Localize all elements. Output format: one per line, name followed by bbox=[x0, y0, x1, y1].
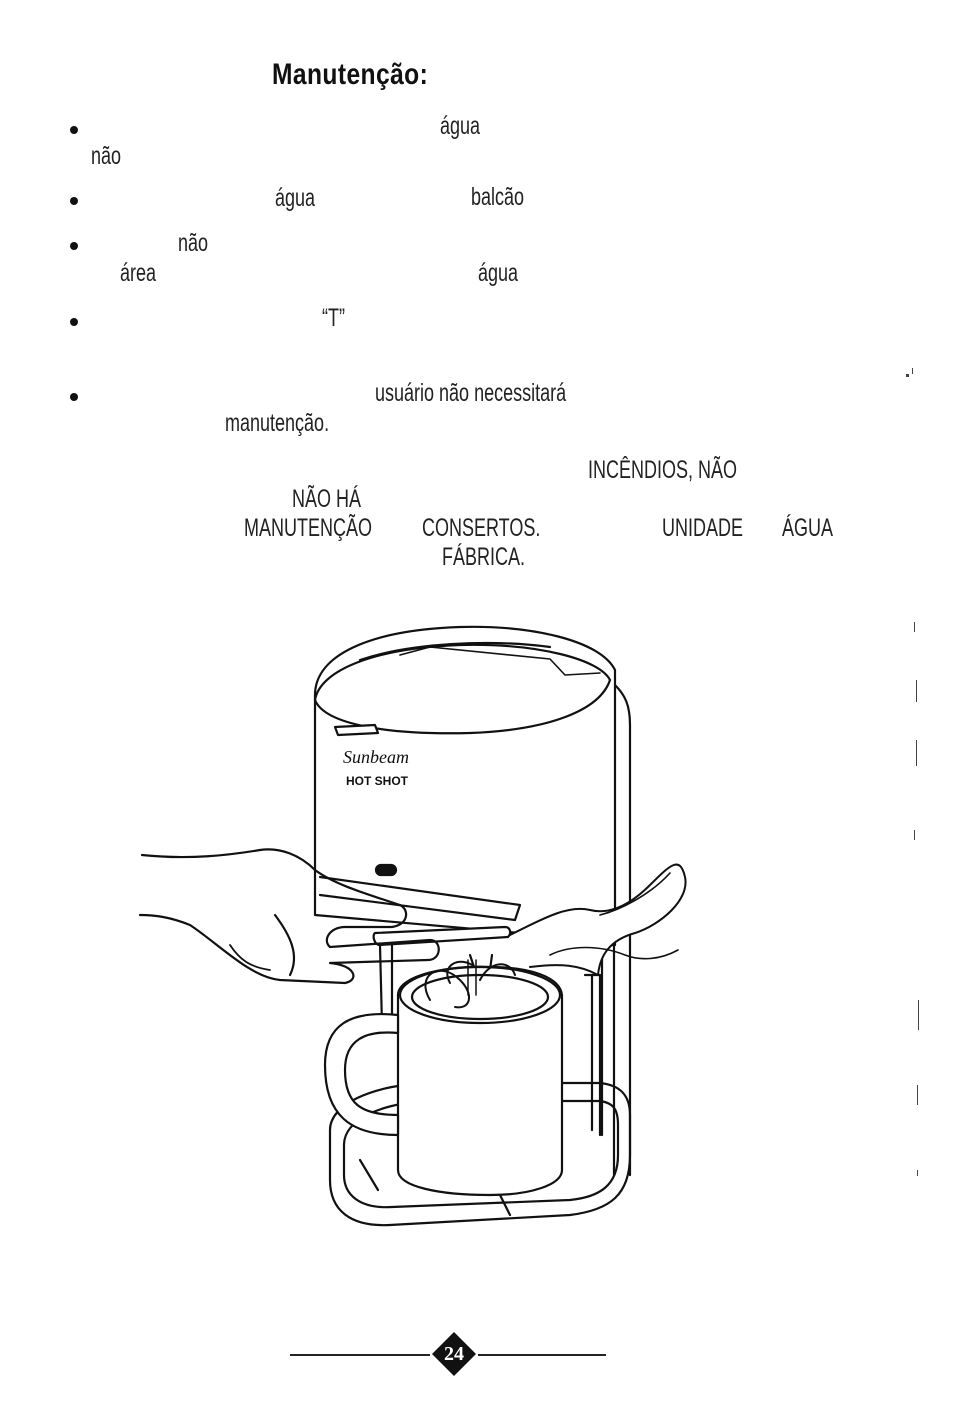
brand-logo: Sunbeam bbox=[343, 747, 409, 767]
bullet-5 bbox=[70, 393, 78, 401]
steam-ribbon bbox=[509, 863, 687, 976]
text-fragment: balcão bbox=[471, 183, 525, 211]
hand bbox=[138, 848, 440, 985]
text-fragment: manutenção. bbox=[225, 409, 330, 437]
text-fragment: usuário não necessitará bbox=[375, 379, 567, 407]
hot-shot-dispenser-illustration: Sunbeam HOT SHOT bbox=[138, 625, 687, 1227]
warning-fragment: FÁBRICA. bbox=[442, 543, 526, 571]
text-fragment: água bbox=[478, 259, 519, 287]
text-fragment: não bbox=[178, 229, 209, 257]
model-name: HOT SHOT bbox=[346, 774, 409, 788]
scan-speck bbox=[918, 1000, 919, 1030]
page-number: 24 bbox=[444, 1343, 464, 1365]
scan-speck bbox=[912, 368, 913, 374]
footer-rule-right bbox=[478, 1354, 606, 1356]
dispenser-lid bbox=[313, 643, 612, 735]
scan-speck bbox=[914, 830, 915, 840]
scan-speck bbox=[906, 374, 909, 377]
text-fragment: água bbox=[440, 112, 481, 140]
warning-fragment: ÁGUA bbox=[782, 514, 834, 542]
bullet-1 bbox=[70, 126, 78, 134]
warning-fragment: UNIDADE bbox=[662, 514, 744, 542]
text-fragment: “T” bbox=[322, 304, 345, 332]
warning-fragment: CONSERTOS. bbox=[422, 514, 541, 542]
scan-speck bbox=[916, 740, 917, 766]
scan-speck bbox=[917, 1170, 918, 1176]
warning-fragment: MANUTENÇÃO bbox=[244, 514, 373, 542]
page-title: Manutenção: bbox=[272, 58, 429, 91]
page-number-diamond bbox=[432, 1332, 476, 1376]
text-fragment: não bbox=[91, 142, 122, 170]
text-fragment: água bbox=[275, 184, 316, 212]
warning-fragment: INCÊNDIOS, NÃO bbox=[588, 456, 738, 484]
bullet-3 bbox=[70, 242, 78, 250]
text-fragment: área bbox=[120, 259, 157, 287]
scan-speck bbox=[914, 622, 915, 632]
bullet-4 bbox=[70, 318, 78, 326]
bullet-2 bbox=[70, 197, 78, 205]
mug-body bbox=[396, 965, 564, 1197]
scan-speck bbox=[917, 1085, 918, 1105]
mug-handle bbox=[323, 1013, 400, 1137]
warning-fragment: NÃO HÁ bbox=[292, 485, 362, 513]
steam-swirl bbox=[424, 969, 470, 1009]
scan-speck bbox=[916, 680, 917, 702]
footer-rule-left bbox=[290, 1354, 430, 1356]
